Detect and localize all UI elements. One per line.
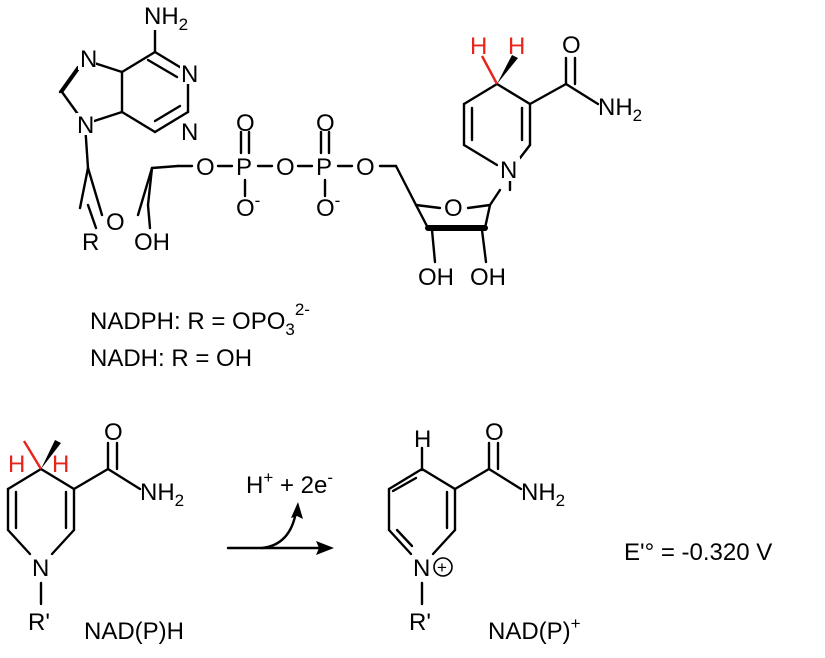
dihydro-h2: H	[508, 33, 525, 60]
adenine-nh2-label: NH2	[144, 3, 188, 34]
reaction-reactant: N R' H H O NH2 NAD(P)H	[6, 419, 184, 645]
nicotinamide-ribose: O OH OH	[394, 164, 506, 291]
phosphate-p2-o-bottom: O-	[316, 191, 340, 222]
adenosine-ribose-o: O	[106, 209, 125, 236]
reactant-name: NAD(P)H	[84, 618, 184, 645]
phosphate-p1: P	[236, 154, 252, 181]
carboxamide-nh2: NH2	[598, 94, 642, 125]
adenine: NH2 N N N N	[58, 0, 198, 170]
reactant-h1: H	[8, 451, 25, 478]
product-h: H	[414, 426, 431, 453]
reactant-r: R'	[28, 609, 50, 636]
phosphate-o-bridge: O	[276, 154, 295, 181]
product-name: NAD(P)+	[488, 614, 581, 645]
nadph-definition: NADPH: R = OPO32-	[90, 300, 310, 339]
pyrophosphate: O P O P O O O O- O-	[196, 110, 398, 222]
product-r: R'	[409, 609, 431, 636]
dihydronicotinamide-ring: N H H O NH2	[462, 32, 642, 192]
adenine-n9: N	[77, 112, 94, 139]
reactant-carboxamide-nh2: NH2	[140, 479, 184, 510]
nadph-structure: NH2 N N N N R O OH	[58, 0, 642, 291]
reactant-h2: H	[52, 451, 69, 478]
product-carboxamide-nh2: NH2	[521, 479, 565, 510]
reduction-potential: E'° = -0.320 V	[624, 539, 772, 566]
nicotinamide-ribose-oh1: OH	[418, 264, 454, 291]
phosphate-o-link1: O	[196, 154, 215, 181]
nicotinamide-ribose-oh2: OH	[470, 264, 506, 291]
adenosine-ribose-oh: OH	[134, 229, 170, 256]
arrow-label: H+ + 2e-	[246, 468, 333, 499]
product-n: N	[413, 555, 430, 582]
phosphate-p1-o-bottom: O-	[236, 191, 260, 222]
definitions: NADPH: R = OPO32- NADH: R = OH	[90, 300, 310, 372]
nicotinamide-ribose-o: O	[444, 195, 463, 222]
product-charge: +	[437, 558, 447, 577]
reactant-carboxamide-o: O	[104, 419, 123, 446]
reaction-arrow: H+ + 2e-	[226, 468, 334, 555]
adenine-n7: N	[80, 46, 97, 73]
dihydronicotinamide-n: N	[500, 157, 517, 184]
adenine-n1: N	[181, 61, 198, 88]
product-carboxamide-o: O	[485, 419, 504, 446]
reaction-product: H N + R' O NH2 NAD(P)+	[387, 419, 581, 645]
adenosine-ribose: R O OH	[78, 164, 194, 256]
reactant-n: N	[32, 555, 49, 582]
adenine-n3: N	[181, 119, 198, 146]
nadh-definition: NADH: R = OH	[90, 345, 252, 372]
adenosine-ribose-r: R	[82, 229, 99, 256]
phosphate-p2: P	[316, 154, 332, 181]
dihydro-h1: H	[470, 33, 487, 60]
phosphate-o-link2: O	[356, 154, 375, 181]
carboxamide-o: O	[562, 32, 581, 59]
phosphate-p1-o-top: O	[236, 110, 255, 137]
phosphate-p2-o-top: O	[316, 110, 335, 137]
